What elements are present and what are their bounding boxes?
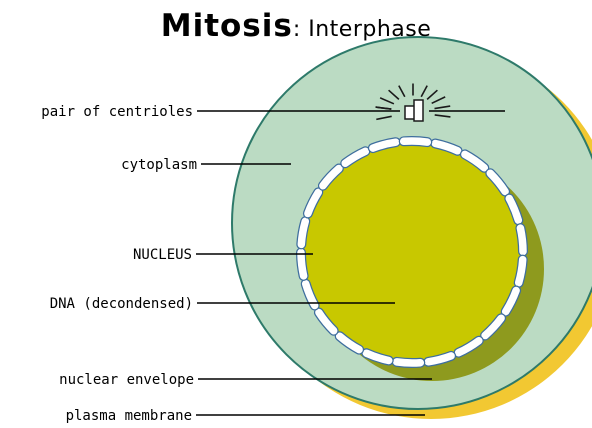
envelope-segment <box>301 253 304 276</box>
label-cytoplasm: cytoplasm <box>121 157 197 173</box>
envelope-segment <box>520 228 523 251</box>
envelope-segment <box>519 260 523 283</box>
envelope-segment <box>397 362 421 363</box>
label-nucleus: NUCLEUS <box>133 247 192 263</box>
envelope-segment <box>301 221 305 244</box>
envelope-segment <box>404 141 428 142</box>
label-envelope: nuclear envelope <box>59 372 194 388</box>
centriole-b <box>414 100 423 121</box>
label-membrane: plasma membrane <box>66 408 192 424</box>
label-centrioles: pair of centrioles <box>41 104 193 120</box>
label-dna: DNA (decondensed) <box>50 296 193 312</box>
